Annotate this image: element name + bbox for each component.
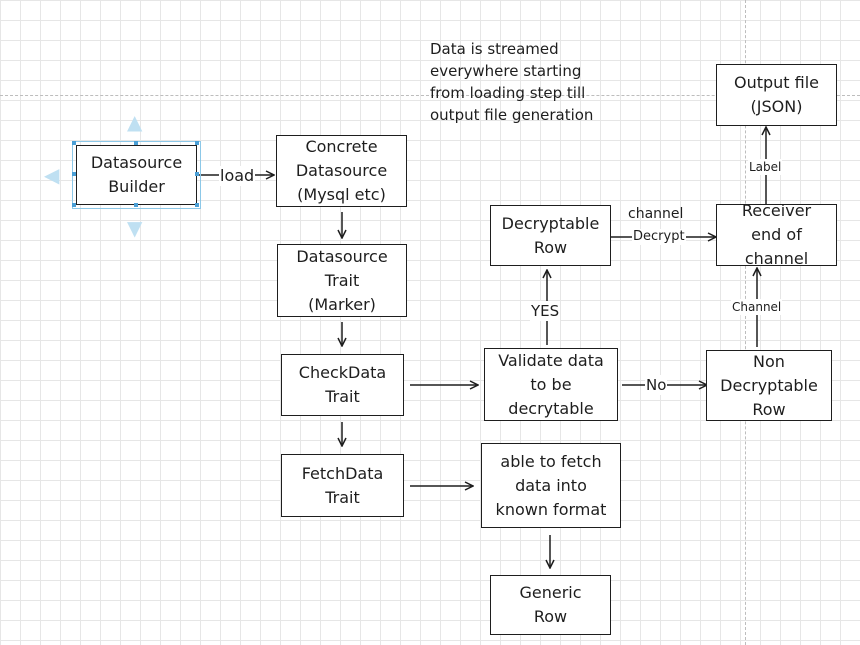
node-datasource-trait[interactable]: Datasource Trait (Marker) — [277, 244, 407, 317]
edge-label-no: No — [645, 375, 668, 395]
selection-handle[interactable] — [72, 172, 76, 176]
node-generic-row[interactable]: Generic Row — [490, 575, 611, 635]
node-output-file[interactable]: Output file (JSON) — [716, 64, 837, 126]
selection-handle[interactable] — [72, 203, 76, 207]
edge-label-decrypt: Decrypt — [632, 229, 686, 245]
guide-line-horizontal — [0, 95, 860, 96]
selection-handle[interactable] — [195, 203, 199, 207]
edge-label-load: load — [219, 166, 256, 186]
selection-handle[interactable] — [72, 141, 76, 145]
selection-handle[interactable] — [195, 141, 199, 145]
node-validate-data[interactable]: Validate data to be decrytable — [484, 348, 618, 421]
edge-label-label: Label — [748, 159, 783, 175]
node-receiver-end[interactable]: Receiver end of channel — [716, 201, 837, 268]
node-able-to-fetch[interactable]: able to fetch data into known format — [481, 443, 621, 528]
edge-label-yes: YES — [530, 301, 561, 321]
move-left-icon[interactable]: ◀ — [44, 163, 60, 187]
annotation-note[interactable]: Data is streamed everywhere starting fro… — [430, 40, 594, 124]
move-up-icon[interactable]: ▲ — [127, 110, 143, 134]
selection-handle[interactable] — [134, 203, 138, 207]
guide-line-vertical — [745, 0, 746, 645]
node-decryptable-row[interactable]: Decryptable Row — [490, 205, 611, 266]
edge-label-channel-top: channel — [628, 206, 684, 222]
node-datasource-builder[interactable]: Datasource Builder — [72, 141, 201, 209]
node-fetchdata-trait[interactable]: FetchData Trait — [281, 454, 404, 517]
selection-handle[interactable] — [134, 141, 138, 145]
selection-handle[interactable] — [195, 172, 199, 176]
move-down-icon[interactable]: ▼ — [127, 216, 143, 240]
edge-label-channel-right: Channel — [731, 299, 783, 315]
node-non-decryptable-row[interactable]: Non Decryptable Row — [706, 350, 832, 421]
node-concrete-datasource[interactable]: Concrete Datasource (Mysql etc) — [276, 135, 407, 207]
node-checkdata-trait[interactable]: CheckData Trait — [281, 354, 404, 416]
